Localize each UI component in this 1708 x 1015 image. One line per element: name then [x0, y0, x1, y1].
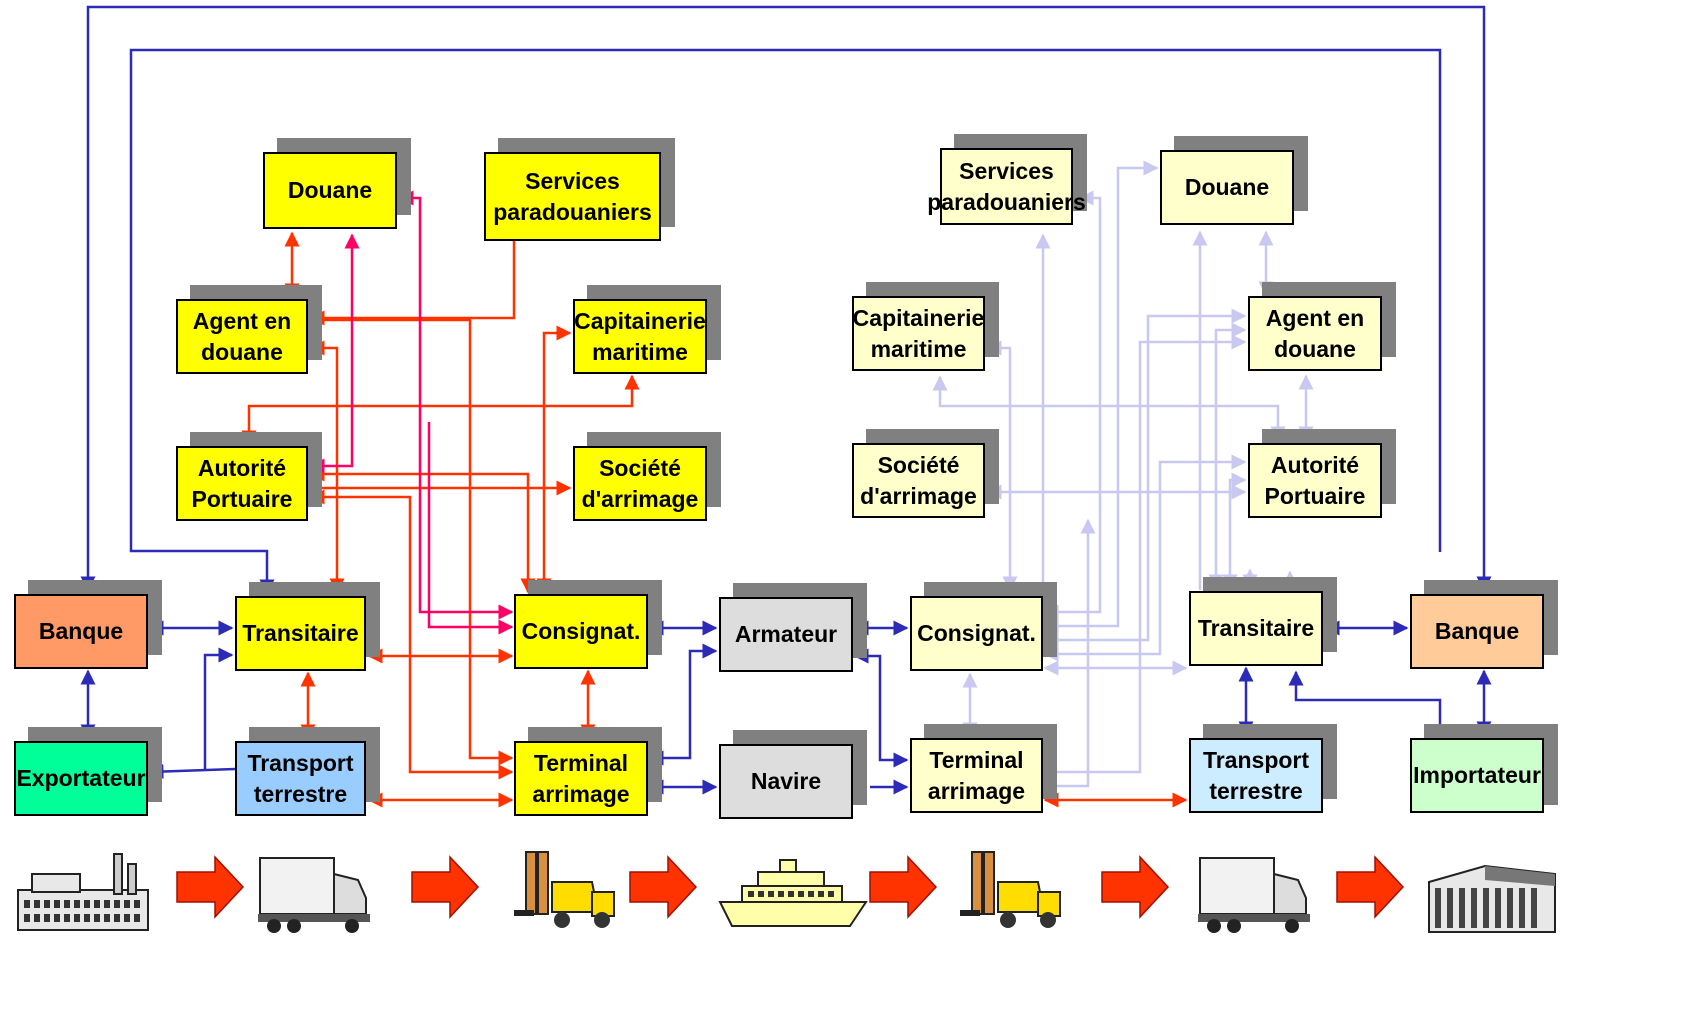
node-label: Transitaire — [1197, 615, 1315, 641]
process-arrow — [176, 855, 245, 919]
terminal-r-up-link — [1045, 518, 1096, 788]
node-banque-l: Banque — [14, 594, 148, 669]
node-label: Services paradouaniers — [493, 167, 652, 225]
node-label: Transport terrestre — [247, 749, 354, 807]
forwarder-r-agent-link — [1208, 322, 1247, 590]
node-label: Importateur — [1413, 762, 1541, 788]
node-capit-l: Capitainerie maritime — [573, 299, 707, 374]
node-label: Douane — [1184, 174, 1270, 200]
node-agent-l: Agent en douane — [176, 299, 308, 374]
node-agent-r: Agent en douane — [1248, 296, 1382, 371]
node-douane-l: Douane — [263, 152, 397, 229]
process-arrow — [1101, 855, 1170, 919]
node-label: Banque — [1434, 618, 1520, 644]
agent-terminal-link — [311, 318, 514, 766]
bank-to-bank-loop — [80, 5, 1492, 592]
forklift-icon — [514, 851, 615, 928]
node-consignat-l: Consignat. — [514, 594, 648, 669]
factory-icon — [17, 853, 149, 931]
node-navire: Navire — [719, 744, 853, 819]
node-label: Autorité Portuaire — [1264, 451, 1366, 509]
node-societe-l: Société d'arrimage — [573, 446, 707, 521]
forklift-icon — [960, 851, 1061, 928]
node-label: Consignat. — [521, 618, 641, 644]
node-banque-r: Banque — [1410, 594, 1544, 669]
node-transport-l: Transport terrestre — [235, 741, 366, 816]
node-label: Douane — [287, 177, 373, 203]
truck-icon — [1198, 857, 1310, 933]
node-label: Navire — [750, 768, 822, 794]
node-label: Capitainerie maritime — [852, 304, 985, 362]
process-arrow — [411, 855, 480, 919]
shipowner-terminal-r-link — [853, 648, 909, 768]
node-terminal-l: Terminal arrimage — [514, 741, 648, 816]
node-label: Armateur — [734, 621, 838, 647]
node-services-r: Services paradouaniers — [927, 148, 1086, 225]
forwarder-r-authority-link — [1222, 472, 1247, 590]
authority-customs-link — [309, 233, 360, 474]
process-arrow — [629, 855, 698, 919]
exporter-forwarder-link — [203, 647, 234, 769]
paracustoms-agent-link — [309, 237, 516, 326]
node-label: Services paradouaniers — [927, 157, 1086, 215]
node-label: Consignat. — [917, 620, 1036, 646]
authority-terminal-link — [309, 489, 514, 780]
node-label: Banque — [38, 618, 124, 644]
node-societe-r: Société d'arrimage — [852, 443, 985, 518]
node-transport-r: Transport terrestre — [1189, 738, 1323, 813]
shipowner-terminal-link — [648, 643, 718, 766]
node-importateur: Importateur — [1410, 738, 1544, 813]
consignee-r-authority-link — [1043, 454, 1247, 662]
process-arrow — [1336, 855, 1405, 919]
node-label: Agent en douane — [1265, 304, 1365, 362]
box-shadow — [1544, 745, 1558, 805]
node-douane-r: Douane — [1160, 150, 1294, 225]
node-label: Transport terrestre — [1202, 746, 1310, 804]
transport-exporter-link — [148, 764, 236, 780]
node-autorite-r: Autorité Portuaire — [1248, 443, 1382, 518]
node-terminal-r: Terminal arrimage — [910, 738, 1043, 813]
importer-bank-to-forwarder-loop — [129, 48, 1442, 595]
node-exportateur: Exportateur — [14, 741, 148, 816]
node-label: Société d'arrimage — [581, 454, 699, 512]
node-autorite-l: Autorité Portuaire — [176, 446, 308, 521]
node-armateur: Armateur — [719, 597, 853, 672]
node-services-l: Services paradouaniers — [484, 152, 661, 241]
node-label: Capitainerie maritime — [574, 307, 706, 365]
terminal-r-agent-link — [1045, 334, 1247, 774]
authority-consignee-link — [309, 466, 536, 594]
importer-forwarder-link — [1288, 670, 1442, 738]
node-capit-r: Capitainerie maritime — [852, 296, 985, 371]
ship-icon — [718, 859, 868, 927]
node-label: Autorité Portuaire — [191, 454, 293, 512]
node-label: Terminal arrimage — [927, 746, 1026, 804]
warehouse-icon — [1428, 864, 1556, 933]
node-label: Exportateur — [16, 765, 146, 791]
node-label: Société d'arrimage — [860, 451, 977, 509]
node-transitaire-l: Transitaire — [235, 596, 366, 671]
process-arrow — [869, 855, 938, 919]
node-label: Terminal arrimage — [532, 749, 630, 807]
node-transitaire-r: Transitaire — [1189, 591, 1323, 666]
agent-consignee-magenta — [427, 422, 514, 635]
node-label: Agent en douane — [192, 307, 292, 365]
truck-icon — [258, 857, 370, 933]
node-consignat-r: Consignat. — [910, 596, 1043, 671]
harbormaster-consignee-link — [536, 325, 572, 594]
node-label: Transitaire — [242, 620, 359, 646]
